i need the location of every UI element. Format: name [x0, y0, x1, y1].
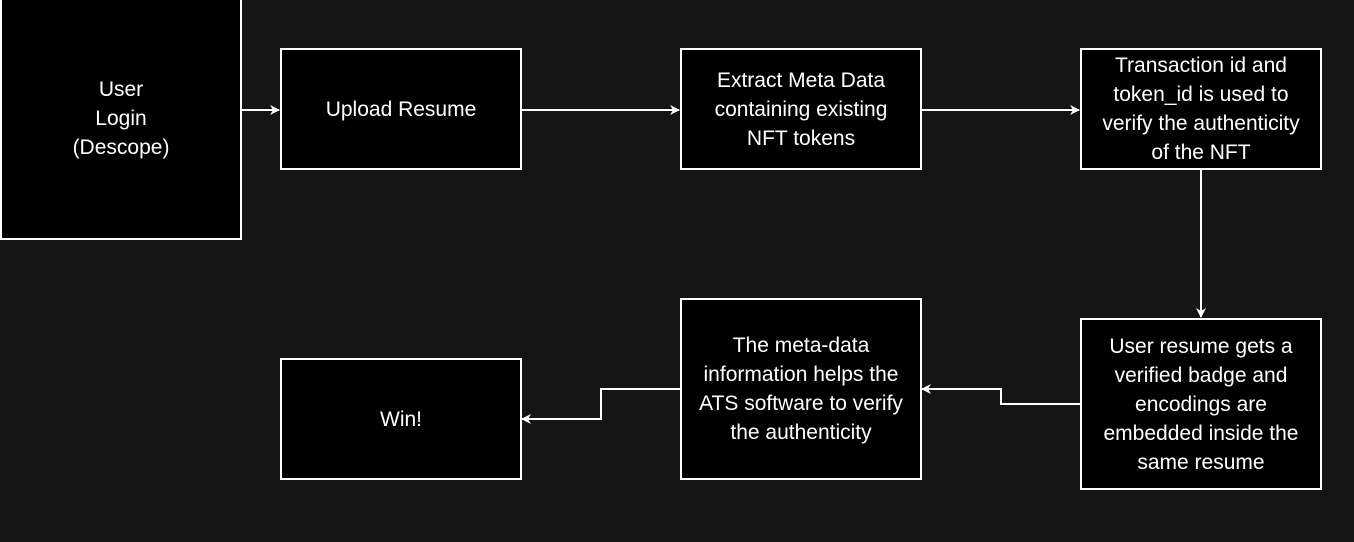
edge-ats-to-win	[521, 388, 680, 424]
node-ats-verify: The meta-data information helps the ATS …	[680, 298, 922, 480]
node-upload-resume-label: Upload Resume	[325, 97, 477, 121]
node-verified-badge: User resume gets a verified badge and en…	[1080, 318, 1322, 490]
node-win-label: Win!	[380, 407, 422, 431]
node-verify-nft-label: Transaction id and token_id is used to v…	[1102, 54, 1300, 164]
edge-badge-to-ats	[921, 384, 1080, 405]
node-user-login-label: User Login (Descope)	[72, 77, 170, 159]
node-win: Win!	[280, 358, 522, 480]
node-ats-verify-label: The meta-data information helps the ATS …	[699, 334, 903, 444]
node-user-login: User Login (Descope)	[0, 0, 242, 240]
node-extract-meta-data: Extract Meta Data containing existing NF…	[680, 48, 922, 170]
node-extract-meta-data-label: Extract Meta Data containing existing NF…	[714, 68, 888, 150]
node-upload-resume: Upload Resume	[280, 48, 522, 170]
node-verified-badge-label: User resume gets a verified badge and en…	[1103, 334, 1299, 474]
node-verify-nft: Transaction id and token_id is used to v…	[1080, 48, 1322, 170]
